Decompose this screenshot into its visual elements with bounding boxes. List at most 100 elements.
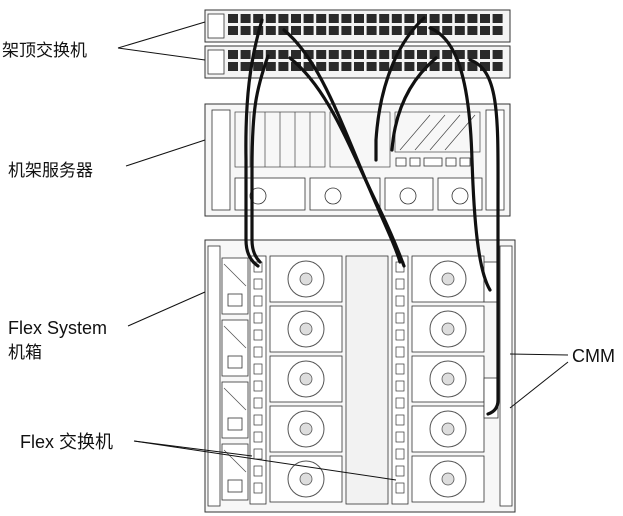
switch-port bbox=[442, 50, 453, 59]
switch-port bbox=[404, 14, 415, 23]
label-cmm: CMM bbox=[572, 346, 615, 366]
switch-port bbox=[354, 62, 364, 71]
cable bbox=[288, 56, 406, 268]
switch-port bbox=[454, 26, 465, 35]
label-chassis: 机箱 bbox=[8, 343, 42, 363]
flex-switch-port bbox=[253, 397, 263, 409]
switch-port bbox=[316, 26, 327, 35]
flex-switch-port bbox=[253, 312, 263, 324]
switch-port bbox=[328, 50, 339, 59]
cable bbox=[390, 56, 438, 152]
switch-port bbox=[303, 26, 314, 35]
port-row bbox=[228, 14, 503, 35]
flex-switch-port bbox=[395, 312, 405, 324]
switch-port bbox=[442, 26, 453, 35]
switch-port bbox=[328, 26, 339, 35]
switch-port bbox=[366, 14, 377, 23]
switch-port bbox=[429, 50, 440, 59]
switch-port bbox=[404, 26, 415, 35]
switch-port bbox=[303, 14, 314, 23]
switch-port bbox=[417, 50, 427, 59]
switch-port bbox=[379, 62, 390, 71]
rack-server bbox=[204, 103, 511, 217]
switch-port bbox=[265, 26, 276, 35]
switch-port bbox=[316, 62, 327, 71]
switch-port bbox=[328, 62, 339, 71]
flex-switch-port bbox=[395, 431, 405, 443]
switch-port bbox=[492, 14, 503, 23]
switch-port bbox=[291, 62, 301, 71]
switch-port bbox=[316, 14, 327, 23]
switch-port bbox=[480, 62, 490, 71]
switch-port bbox=[480, 26, 490, 35]
fan-modules bbox=[269, 255, 485, 503]
switch-port bbox=[240, 62, 251, 71]
switch-port bbox=[429, 14, 440, 23]
flex-switch-port bbox=[253, 448, 263, 460]
flex-switch-port bbox=[253, 363, 263, 375]
cables bbox=[244, 16, 500, 416]
switch-port bbox=[404, 50, 415, 59]
cable bbox=[250, 54, 270, 264]
switch-port bbox=[404, 62, 415, 71]
switch-port bbox=[228, 26, 238, 35]
flex-switch-port bbox=[253, 482, 263, 494]
flex-switch-port bbox=[253, 346, 263, 358]
switch-port bbox=[429, 62, 440, 71]
switch-port bbox=[228, 50, 238, 59]
flex-switch-port bbox=[253, 380, 263, 392]
power-supply-column bbox=[221, 257, 249, 501]
switch-port bbox=[303, 62, 314, 71]
switch-port bbox=[454, 14, 465, 23]
switch-port bbox=[366, 62, 377, 71]
switch-port bbox=[366, 50, 377, 59]
cable bbox=[374, 16, 426, 162]
switch-port bbox=[278, 62, 289, 71]
switch-port bbox=[354, 50, 364, 59]
switch-port bbox=[291, 50, 301, 59]
switch-port bbox=[253, 50, 264, 59]
top-of-rack-switch-1 bbox=[204, 9, 511, 43]
switch-port bbox=[278, 14, 289, 23]
cable bbox=[468, 58, 500, 416]
label-top-of-rack-switch: 架顶交换机 bbox=[2, 41, 87, 61]
label-flex-switch: Flex 交换机 bbox=[20, 432, 113, 452]
switch-port bbox=[341, 14, 352, 23]
switch-port bbox=[379, 50, 390, 59]
switch-port bbox=[228, 62, 238, 71]
switch-port bbox=[265, 14, 276, 23]
flex-switch-port bbox=[253, 295, 263, 307]
label-rack-server: 机架服务器 bbox=[8, 161, 93, 181]
flex-switch-port bbox=[395, 346, 405, 358]
switch-port bbox=[354, 26, 364, 35]
switch-port bbox=[366, 26, 377, 35]
flex-switch-port bbox=[253, 431, 263, 443]
flex-switch-port bbox=[395, 465, 405, 477]
switch-port bbox=[467, 14, 478, 23]
switch-port bbox=[316, 50, 327, 59]
switch-port bbox=[253, 14, 264, 23]
switch-port bbox=[417, 62, 427, 71]
switch-port bbox=[379, 26, 390, 35]
switch-port bbox=[391, 14, 402, 23]
switch-port bbox=[265, 62, 276, 71]
switch-port bbox=[278, 50, 289, 59]
switch-port bbox=[341, 26, 352, 35]
switch-port bbox=[240, 26, 251, 35]
flex-switch-port bbox=[395, 448, 405, 460]
switch-port bbox=[454, 50, 465, 59]
flex-switch-port bbox=[253, 465, 263, 477]
flex-switch-port bbox=[395, 363, 405, 375]
switch-port bbox=[492, 26, 503, 35]
flex-system-chassis bbox=[204, 239, 516, 513]
switch-port bbox=[228, 14, 238, 23]
flex-switch-port bbox=[395, 329, 405, 341]
switch-port bbox=[291, 14, 301, 23]
switch-port bbox=[391, 62, 402, 71]
switch-port bbox=[442, 62, 453, 71]
switch-port bbox=[240, 50, 251, 59]
flex-switch-port bbox=[395, 278, 405, 290]
flex-switch-port bbox=[253, 414, 263, 426]
cable bbox=[428, 26, 492, 292]
